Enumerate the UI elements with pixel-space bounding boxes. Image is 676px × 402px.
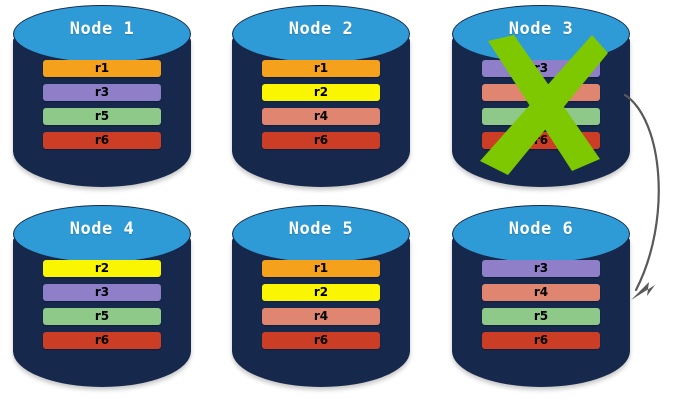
node-title-2: Node 2 xyxy=(288,19,354,39)
record-bar[interactable]: r4 xyxy=(262,108,380,125)
failover-arrow-head xyxy=(631,282,655,300)
cylinder-top-4 xyxy=(13,205,191,263)
record-bar[interactable]: r6 xyxy=(482,332,600,349)
cylinder-top-1 xyxy=(13,5,191,63)
record-bar[interactable]: r1 xyxy=(43,60,161,77)
record-bar[interactable]: r6 xyxy=(482,132,600,149)
record-bar[interactable]: r5 xyxy=(43,308,161,325)
node-title-6: Node 6 xyxy=(508,219,574,239)
failover-arrow-line xyxy=(623,93,660,292)
node-title-5: Node 5 xyxy=(288,219,354,239)
record-bar[interactable]: r6 xyxy=(43,332,161,349)
record-bar[interactable]: r3 xyxy=(43,284,161,301)
node-cylinder-6[interactable]: Node 6 r3 r4 r5 r6 xyxy=(452,205,630,387)
record-list-5: r1 r2 r4 r6 xyxy=(262,260,380,349)
record-bar[interactable]: r1 xyxy=(262,60,380,77)
record-list-6: r3 r4 r5 r6 xyxy=(482,260,600,349)
record-bar[interactable]: r6 xyxy=(262,132,380,149)
record-bar[interactable]: r5 xyxy=(482,308,600,325)
record-bar[interactable]: r3 xyxy=(43,84,161,101)
record-bar[interactable]: r2 xyxy=(262,284,380,301)
record-bar[interactable]: r5 xyxy=(43,108,161,125)
node-title-1: Node 1 xyxy=(69,19,135,39)
record-bar[interactable]: r3 xyxy=(482,260,600,277)
record-bar[interactable]: r2 xyxy=(43,260,161,277)
record-bar[interactable]: r6 xyxy=(43,132,161,149)
record-bar[interactable]: r3 xyxy=(482,60,600,77)
record-bar[interactable]: r2 xyxy=(262,84,380,101)
record-bar[interactable]: r4 xyxy=(482,84,600,101)
cylinder-top-5 xyxy=(232,205,410,263)
node-title-3: Node 3 xyxy=(508,19,574,39)
record-list-2: r1 r2 r4 r6 xyxy=(262,60,380,149)
node-title-4: Node 4 xyxy=(69,219,135,239)
record-bar[interactable]: r6 xyxy=(262,332,380,349)
record-bar[interactable]: r1 xyxy=(262,260,380,277)
record-list-1: r1 r3 r5 r6 xyxy=(43,60,161,149)
record-list-3: r3 r4 r5 r6 xyxy=(482,60,600,149)
node-cylinder-3[interactable]: Node 3 r3 r4 r5 r6 xyxy=(452,5,630,187)
node-cylinder-4[interactable]: Node 4 r2 r3 r5 r6 xyxy=(13,205,191,387)
record-bar[interactable]: r4 xyxy=(482,284,600,301)
cylinder-top-6 xyxy=(452,205,630,263)
record-list-4: r2 r3 r5 r6 xyxy=(43,260,161,349)
record-bar[interactable]: r5 xyxy=(482,108,600,125)
record-bar[interactable]: r4 xyxy=(262,308,380,325)
node-cylinder-5[interactable]: Node 5 r1 r2 r4 r6 xyxy=(232,205,410,387)
node-cylinder-1[interactable]: Node 1 r1 r3 r5 r6 xyxy=(13,5,191,187)
cylinder-top-2 xyxy=(232,5,410,63)
node-cylinder-2[interactable]: Node 2 r1 r2 r4 r6 xyxy=(232,5,410,187)
